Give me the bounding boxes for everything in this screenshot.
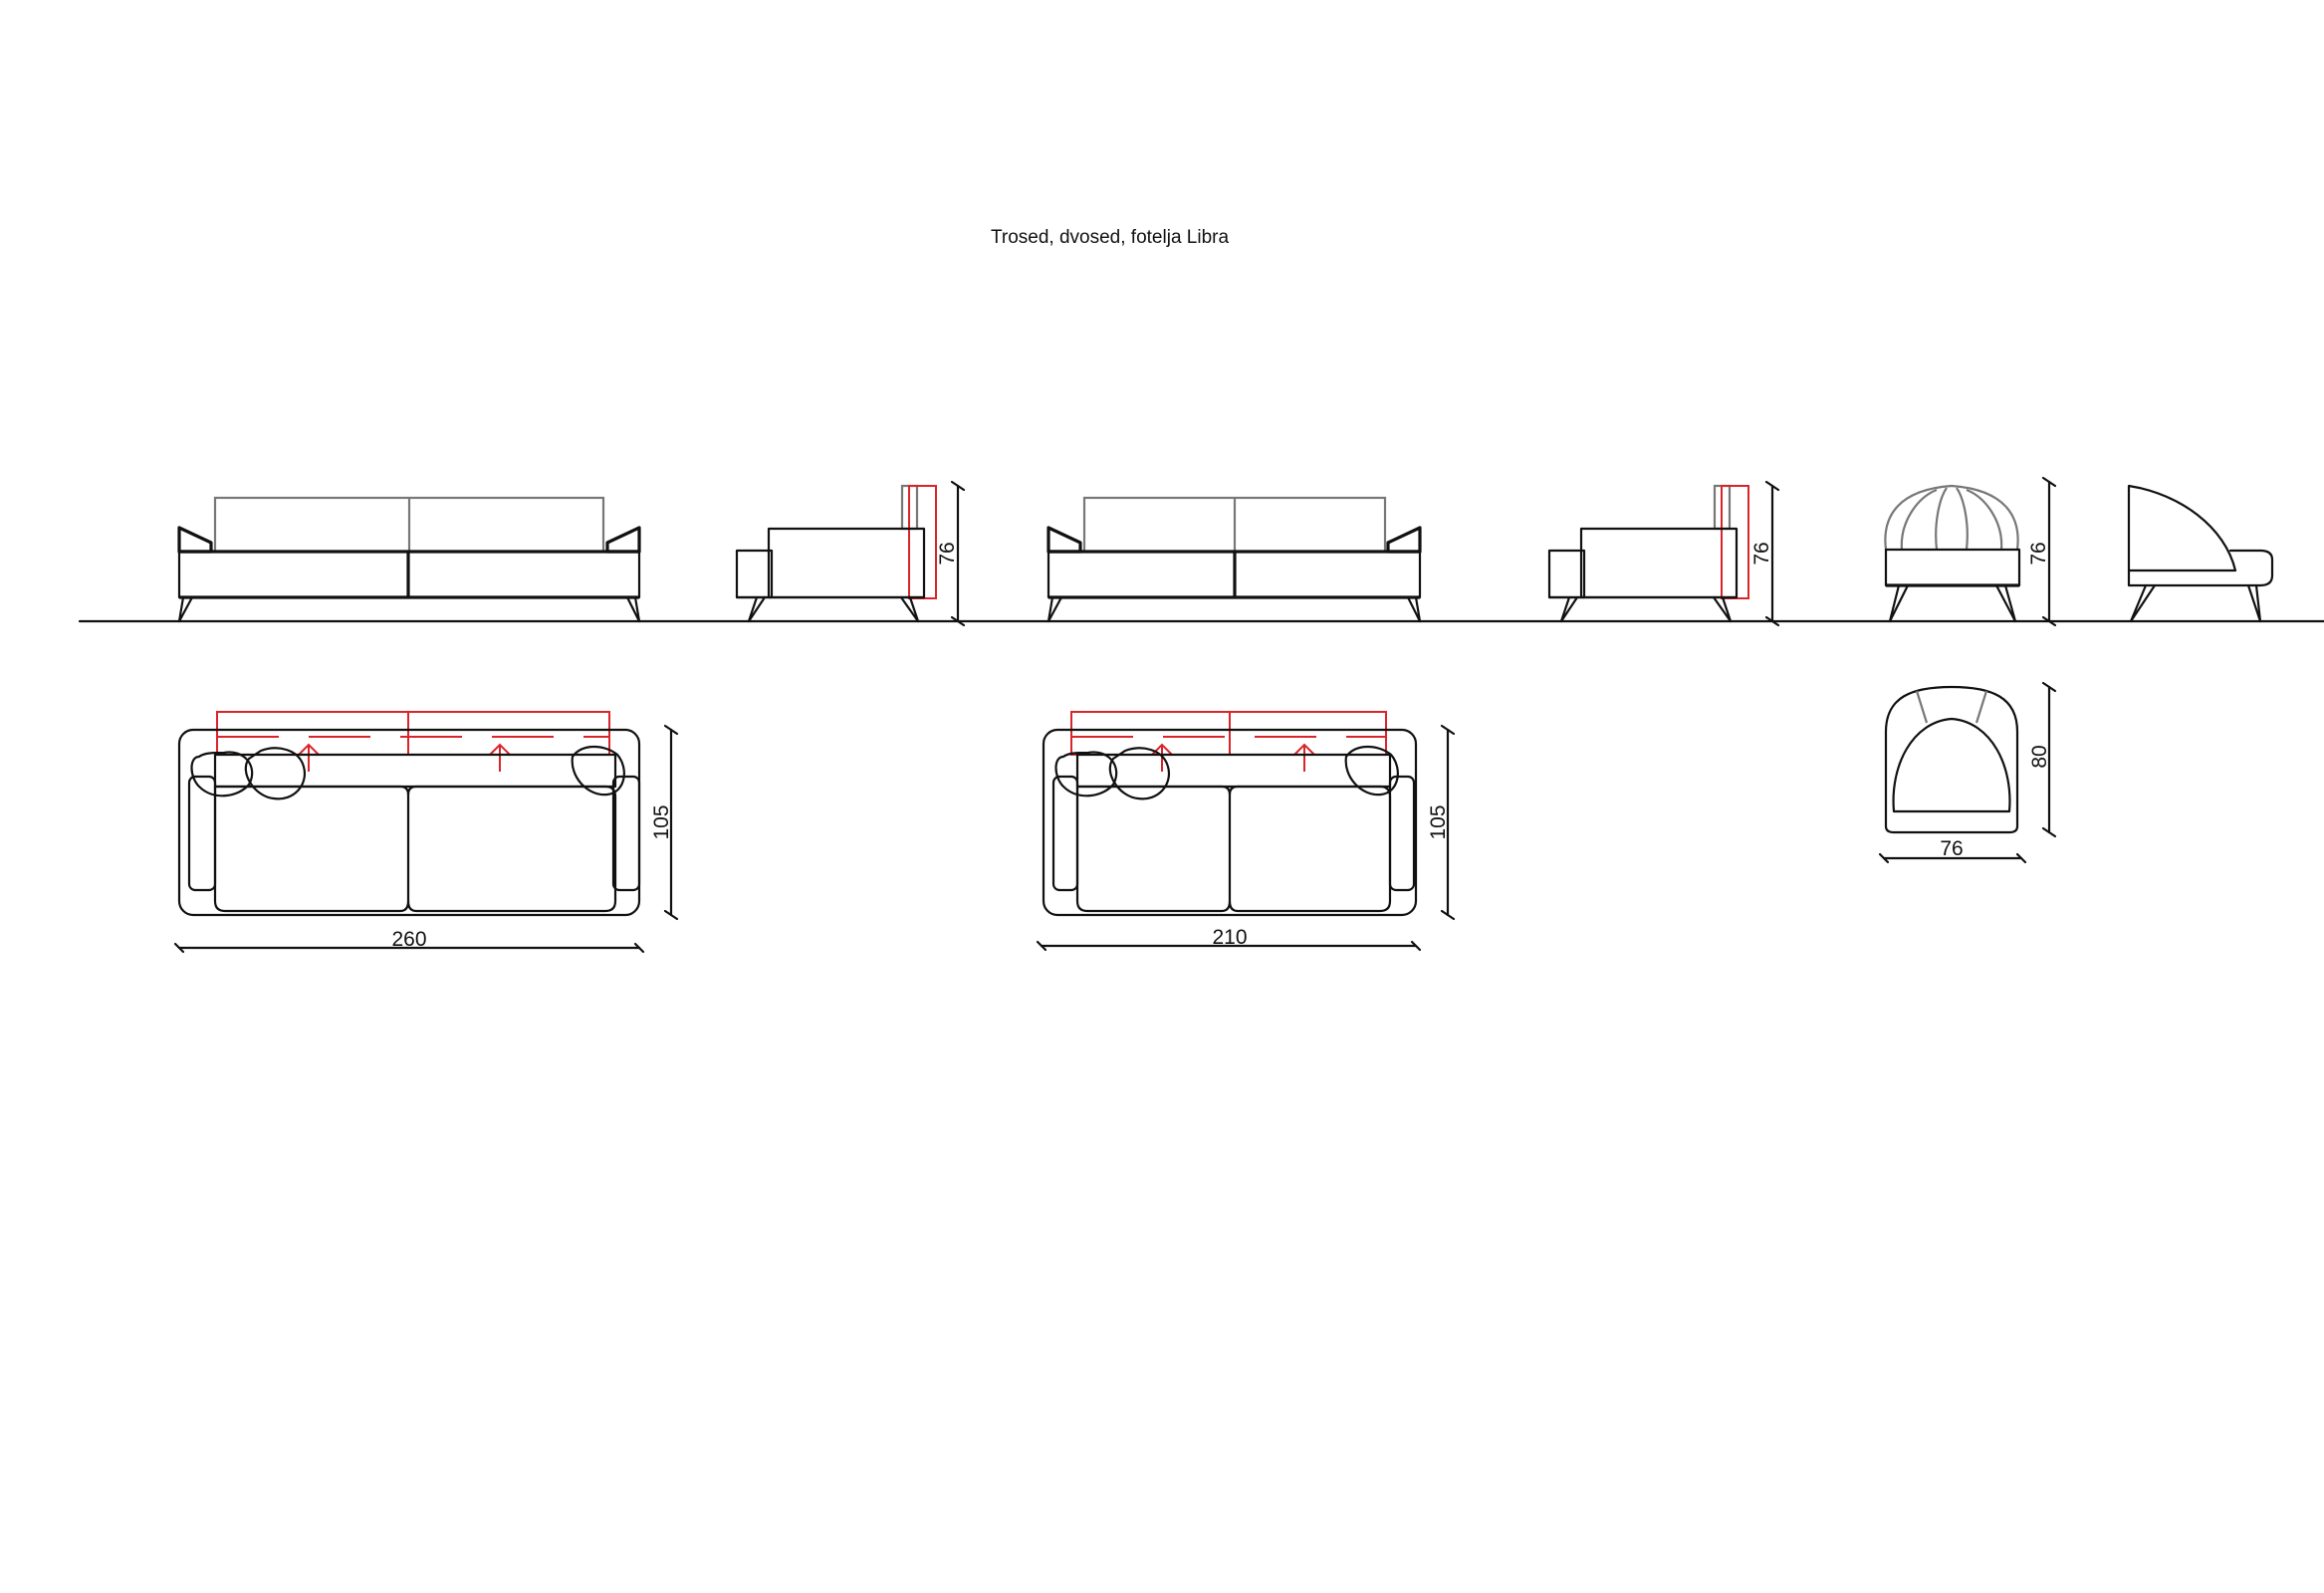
sofa3-depth-label: 105 — [650, 804, 673, 839]
armchair-top-view: 76 80 — [1878, 681, 2057, 864]
armchair-side-view — [2127, 484, 2274, 623]
drawing-title: Trosed, dvosed, fotelja Libra — [991, 227, 1230, 248]
sofa2-side-view: 76 — [1547, 480, 1780, 627]
sofa2-height-label: 76 — [1750, 542, 1773, 565]
sofa3-side-view: 76 — [735, 480, 966, 627]
armchair-width-label: 76 — [1940, 837, 1963, 860]
sofa3-height-label: 76 — [936, 542, 959, 565]
sofa3-front-view — [177, 496, 641, 623]
sofa2-width-label: 210 — [1212, 926, 1247, 949]
sofa3-width-label: 260 — [391, 928, 426, 951]
armchair-depth-label: 80 — [2028, 745, 2051, 768]
sofa2-depth-label: 105 — [1427, 804, 1450, 839]
armchair-front-view: 76 — [1884, 476, 2057, 627]
sofa2-front-view — [1046, 496, 1422, 623]
sofa2-top-view: 210 105 — [1036, 711, 1456, 952]
sofa3-top-view: 260 105 — [173, 711, 679, 954]
armchair-height-label: 76 — [2027, 542, 2050, 565]
